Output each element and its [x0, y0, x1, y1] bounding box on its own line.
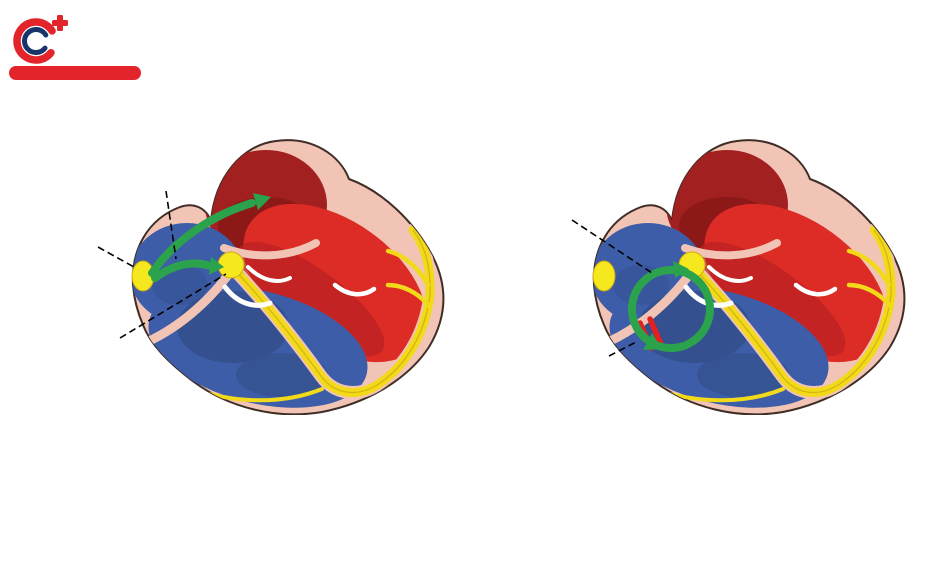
svt-ecg-strip	[0, 0, 300, 150]
banner-pill	[9, 66, 141, 80]
brand-logo	[9, 15, 141, 80]
svt-heart-diagram	[591, 135, 921, 415]
pharmacy-c-icon	[13, 15, 68, 64]
sa-node-pointer-line	[97, 246, 135, 268]
reentrant-loop-arrow	[628, 261, 714, 352]
plus-icon	[52, 15, 68, 31]
normal-heart-diagram	[130, 135, 460, 415]
